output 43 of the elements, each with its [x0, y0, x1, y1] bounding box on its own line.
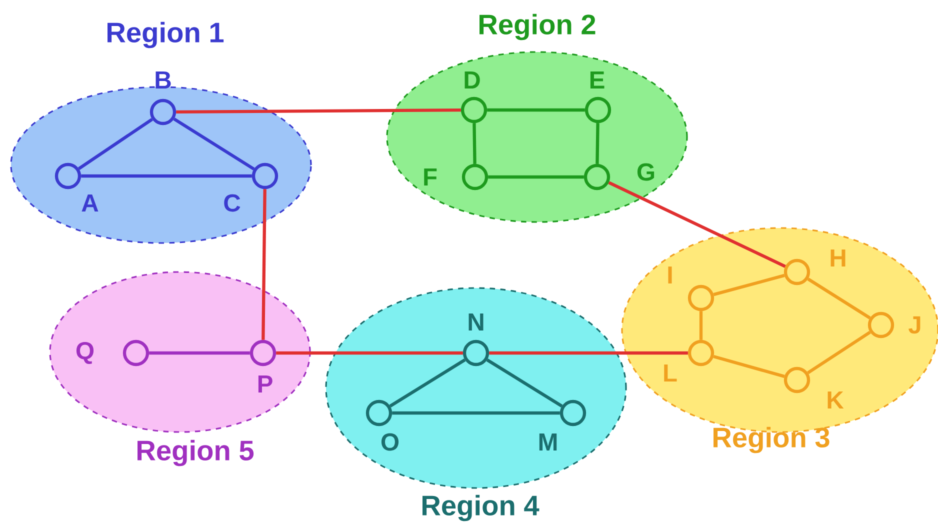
- region-title: Region 3: [714, 426, 830, 454]
- connector-line: [176, 108, 461, 114]
- vertex-label: B: [156, 72, 171, 88]
- connector-line: [78, 118, 154, 170]
- connector-line: [807, 330, 871, 374]
- connector-line: [608, 181, 786, 268]
- vertex-label: O: [381, 433, 399, 451]
- vertex-label: C: [224, 194, 240, 212]
- connector-line: [262, 189, 266, 340]
- connector-line: [392, 411, 560, 415]
- region-title: Region 5: [138, 440, 254, 466]
- vertex-label: L: [664, 364, 677, 382]
- vertex-label: F: [424, 168, 437, 186]
- vertex-label: M: [539, 434, 557, 450]
- connector-line: [173, 118, 255, 170]
- connector-line: [472, 123, 476, 164]
- vertex-label: P: [258, 376, 272, 392]
- vertex-label: H: [830, 250, 846, 266]
- connector-line: [713, 274, 785, 296]
- region-title: Region 1: [108, 22, 224, 48]
- connector-line: [596, 123, 600, 164]
- vertex-label: K: [828, 392, 844, 408]
- connector-line: [487, 108, 585, 112]
- region-title: Region 4: [422, 494, 540, 522]
- region-title: Region 2: [480, 14, 596, 40]
- connector-line: [149, 351, 250, 355]
- connector-line: [488, 175, 584, 179]
- connector-line: [699, 311, 703, 340]
- vertex-label: J: [908, 316, 920, 334]
- vertex-label: N: [468, 314, 484, 330]
- connector-line: [713, 355, 785, 378]
- vertex-label: G: [637, 163, 654, 181]
- vertex-label: D: [464, 72, 480, 88]
- vertex-label: I: [668, 266, 672, 284]
- vertex-label: A: [82, 194, 98, 212]
- connector-line: [81, 174, 252, 178]
- vertex-label: Q: [76, 342, 94, 364]
- connector-line: [486, 358, 563, 408]
- vertex-label: E: [590, 72, 604, 88]
- connector-line: [807, 278, 871, 320]
- connector-line: [389, 358, 466, 408]
- connector-line: [276, 351, 463, 355]
- connector-line: [489, 351, 688, 355]
